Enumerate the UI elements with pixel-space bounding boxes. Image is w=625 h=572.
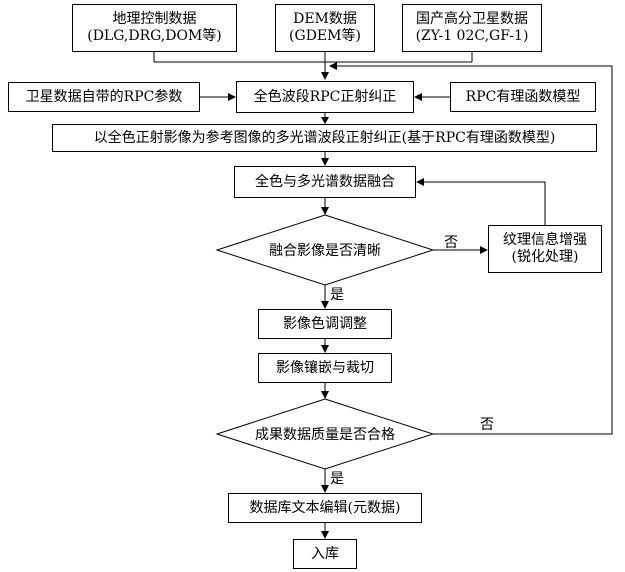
source-box-geo-control: 地理控制数据 (DLG,DRG,DOM等) <box>72 4 237 52</box>
arrowhead <box>321 207 329 215</box>
connector <box>424 181 546 225</box>
source-box-satellite: 国产高分卫星数据 (ZY-1 02C,GF-1) <box>402 4 542 52</box>
source-box-dem: DEM数据 (GDEM等) <box>275 4 375 52</box>
box-text: 国产高分卫星数据 <box>416 11 528 27</box>
arrowhead <box>321 531 329 539</box>
texture-box: 纹理信息增强 (锐化处理) <box>488 225 602 273</box>
arrowhead <box>321 485 329 493</box>
rpc-model-box: RPC有理函数模型 <box>450 82 596 112</box>
yes-label-fusion: 是 <box>330 287 344 303</box>
arrowhead <box>228 93 236 101</box>
arrowhead <box>321 158 329 166</box>
connector <box>337 65 613 435</box>
color-adjust-box: 影像色调调整 <box>258 309 392 339</box>
arrowhead <box>321 117 329 124</box>
mosaic-box: 影像镶嵌与裁切 <box>258 353 392 383</box>
no-label-fusion: 否 <box>444 235 458 251</box>
box-text: 纹理信息增强 <box>503 232 587 248</box>
rpc-params-box: 卫星数据自带的RPC参数 <box>8 82 200 112</box>
arrowhead <box>321 345 329 353</box>
arrowhead <box>321 72 329 80</box>
pan-ortho-box: 全色波段RPC正射纠正 <box>236 81 414 113</box>
arrowhead <box>480 246 488 254</box>
box-text: 入库 <box>311 545 339 562</box>
storage-box: 入库 <box>293 539 357 569</box>
arrowhead <box>329 62 337 70</box>
ms-ortho-box: 以全色正射影像为参考图像的多光谱波段正射纠正(基于RPC有理函数模型) <box>52 124 597 152</box>
box-text: RPC有理函数模型 <box>465 88 581 105</box>
arrowhead <box>416 178 424 186</box>
arrowhead <box>414 93 422 101</box>
metadata-box: 数据库文本编辑(元数据) <box>228 493 422 523</box>
box-text: DEM数据 <box>293 11 357 27</box>
box-text: 全色与多光谱数据融合 <box>255 173 395 190</box>
box-text: 卫星数据自带的RPC参数 <box>25 88 183 105</box>
no-label-quality: 否 <box>480 417 494 433</box>
fusion-box: 全色与多光谱数据融合 <box>234 166 416 198</box>
box-text: (DLG,DRG,DOM等) <box>87 28 222 44</box>
box-text: 影像镶嵌与裁切 <box>276 359 374 376</box>
box-text: (GDEM等) <box>289 28 361 44</box>
quality-check-text: 成果数据质量是否合格 <box>255 427 395 443</box>
box-text: (锐化处理) <box>511 249 579 265</box>
box-text: 影像色调调整 <box>283 315 367 332</box>
box-text: 数据库文本编辑(元数据) <box>249 499 401 516</box>
arrowhead <box>321 301 329 309</box>
arrowhead <box>321 391 329 399</box>
box-text: (ZY-1 02C,GF-1) <box>415 28 529 44</box>
box-text: 地理控制数据 <box>112 11 197 27</box>
box-text: 全色波段RPC正射纠正 <box>253 88 397 105</box>
yes-label-quality: 是 <box>330 471 344 487</box>
fusion-check-text: 融合影像是否清晰 <box>269 243 381 259</box>
box-text: 以全色正射影像为参考图像的多光谱波段正射纠正(基于RPC有理函数模型) <box>93 129 556 146</box>
